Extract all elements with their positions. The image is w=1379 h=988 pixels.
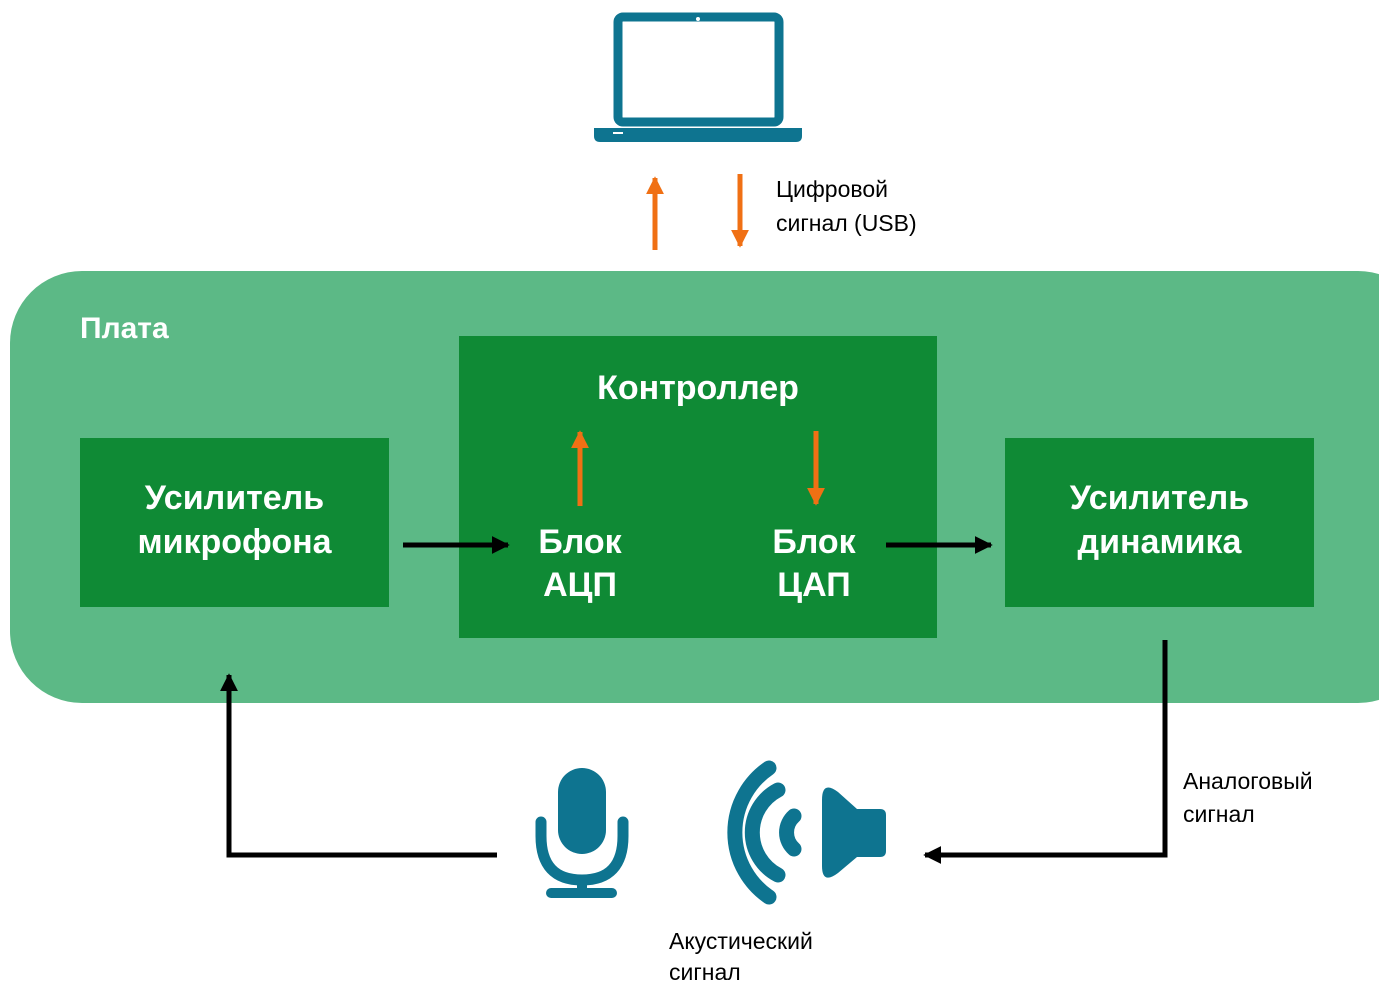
acoustic-signal-label-line1: Акустический (669, 928, 813, 954)
mic-amplifier-line1: Усилитель (144, 479, 325, 517)
mic-amplifier-line2: микрофона (137, 523, 332, 561)
adc-line2: АЦП (543, 566, 617, 604)
arrow-speaker-amp-to-speaker (923, 640, 1168, 864)
arrow-mic-to-mic-amp (220, 673, 497, 858)
dac-line1: Блок (772, 523, 856, 561)
acoustic-signal-label-line2: сигнал (669, 959, 741, 985)
speaker-icon (727, 760, 886, 905)
speaker-amplifier-block (1005, 438, 1314, 607)
speaker-amplifier-line2: динамика (1077, 523, 1242, 561)
adc-line1: Блок (538, 523, 622, 561)
board-label: Плата (80, 312, 169, 345)
digital-signal-label-line1: Цифровой (776, 176, 888, 202)
controller-block (459, 336, 937, 638)
digital-signal-label-line2: сигнал (USB) (776, 210, 917, 236)
analog-signal-label-line2: сигнал (1183, 801, 1255, 827)
mic-amplifier-block (80, 438, 389, 607)
analog-signal-label-line1: Аналоговый (1183, 768, 1313, 794)
microphone-icon (535, 768, 629, 898)
dac-line2: ЦАП (777, 566, 851, 604)
speaker-amplifier-line1: Усилитель (1069, 479, 1250, 517)
laptop-icon (594, 12, 802, 142)
controller-title: Контроллер (597, 369, 799, 407)
